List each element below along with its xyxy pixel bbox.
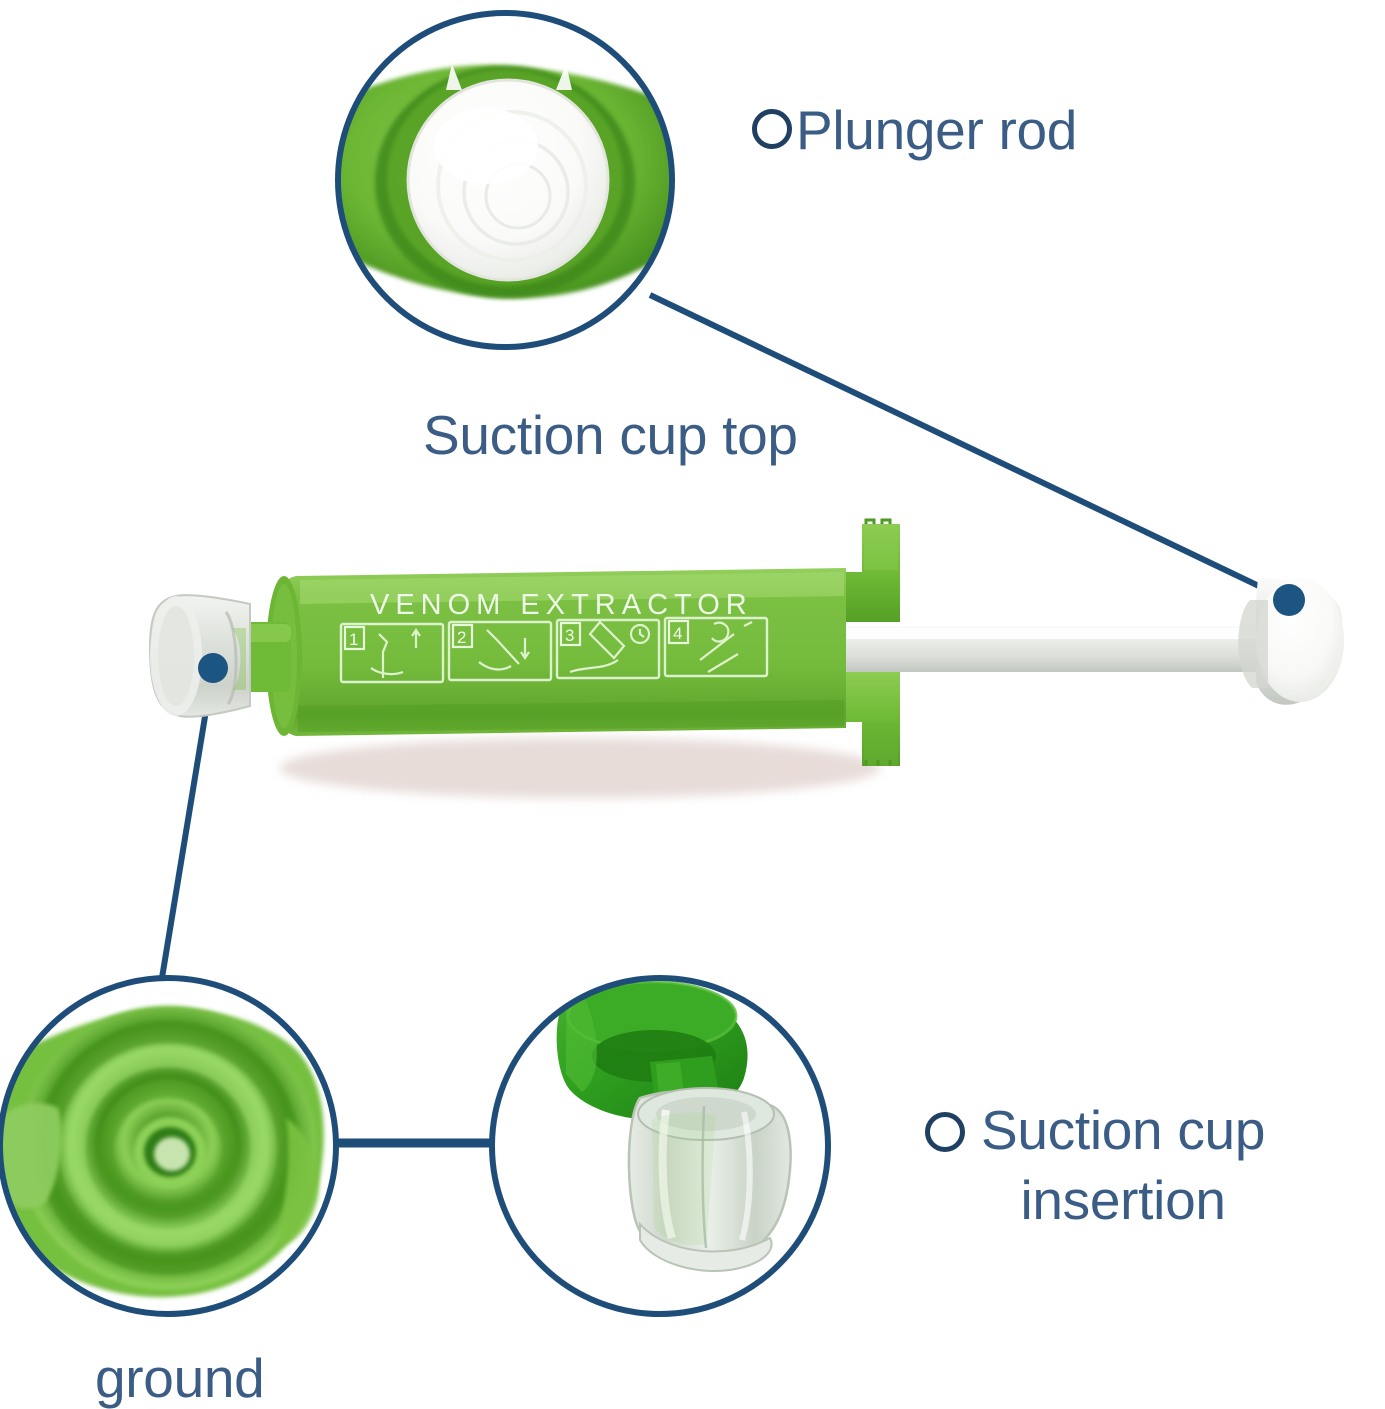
instruction-panel-4	[663, 616, 769, 678]
step-pictograms	[370, 620, 753, 678]
plunger-rod-leader-line	[648, 292, 1286, 601]
instruction-panel-3	[555, 618, 661, 680]
apply-to-skin-icon	[569, 620, 651, 674]
instruction-step-numbers	[343, 619, 690, 651]
bullet-ring-icon	[925, 1112, 965, 1152]
step-number-labels: 1 2 3 4	[349, 624, 682, 649]
marker-dots	[198, 584, 1305, 683]
svg-text:3: 3	[565, 626, 574, 645]
svg-text:2: 2	[457, 628, 466, 647]
hand-push-down-icon	[478, 629, 530, 671]
label-suction-cup-top: Suction cup top	[423, 404, 798, 466]
venom-extractor-product: VENOM EXTRACTOR 1 2 3 4	[148, 518, 1344, 798]
svg-text:1: 1	[349, 630, 358, 649]
plunger-rod-closeup	[335, 10, 675, 350]
insertion-callout-ring	[489, 975, 831, 1317]
label-suction-cup-insertion: Suction cup insertion	[925, 1099, 1266, 1231]
plunger-rod	[836, 578, 1344, 705]
barrel-neck	[243, 622, 291, 692]
label-ground: ground	[95, 1347, 265, 1409]
brand-text: VENOM EXTRACTOR	[370, 589, 753, 621]
plunger-tip-dot	[1273, 584, 1305, 616]
label-plunger-rod: Plunger rod	[752, 99, 1078, 162]
label-suction-cup-insertion-line1: Suction cup	[981, 1099, 1266, 1161]
svg-text:4: 4	[673, 624, 682, 643]
instruction-panel-2	[447, 620, 553, 682]
clear-cup-dot	[198, 653, 228, 683]
suction-cup-ground-closeup	[0, 975, 339, 1317]
label-plunger-rod-text: Plunger rod	[796, 99, 1078, 161]
ground-leader-line	[157, 667, 216, 991]
label-suction-cup-insertion-line2: insertion	[1020, 1168, 1226, 1231]
clear-barrel-fitting	[627, 1087, 792, 1272]
leader-lines	[157, 292, 1286, 1148]
plunger-rod-callout-ring	[335, 10, 675, 350]
clear-suction-cup	[148, 594, 251, 718]
instruction-panel-1	[339, 622, 445, 684]
bullet-ring-icon	[752, 109, 792, 149]
product-shadow	[280, 738, 880, 798]
ground-callout-ring	[0, 975, 339, 1317]
remove-from-skin-icon	[699, 621, 753, 673]
suction-cup-insertion-closeup	[489, 975, 831, 1317]
instruction-panels	[339, 616, 769, 684]
hand-pull-up-icon	[370, 628, 421, 678]
